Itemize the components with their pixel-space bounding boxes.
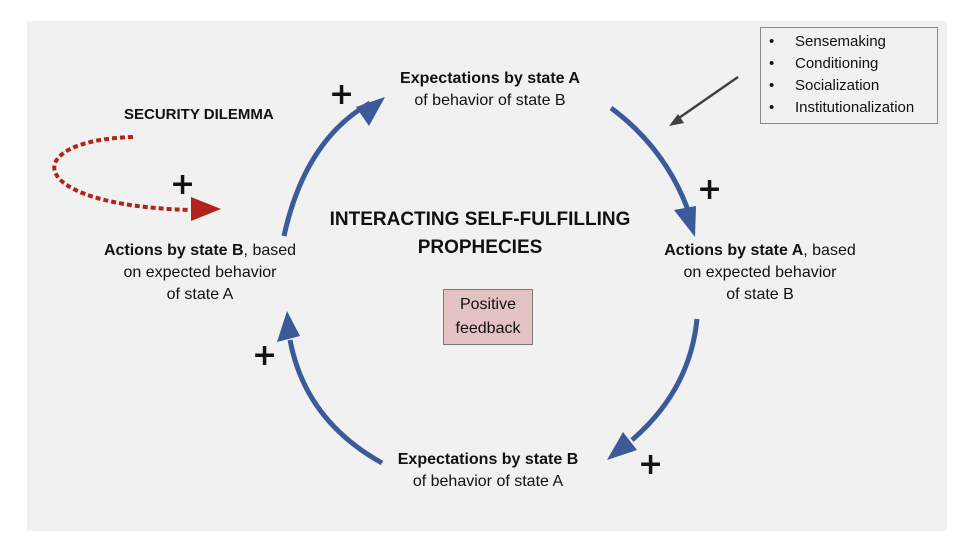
positive-feedback-line2: feedback [455, 320, 521, 337]
diagram-background [27, 21, 947, 531]
node-expectations-a-subtitle: of behavior of state B [414, 92, 566, 109]
arrow-actions-b-to-expectations-a [281, 100, 372, 237]
node-expectations-b: Expectations by state B of behavior of s… [388, 449, 588, 493]
plus-sign-top-right: + [697, 172, 723, 207]
mechanism-item: • Socialization [769, 75, 937, 97]
node-expectations-a-title: Expectations by state A [400, 70, 580, 87]
mechanisms-box: • Sensemaking • Conditioning • Socializatio… [760, 27, 938, 124]
plus-sign-bottom-right: + [638, 447, 664, 482]
bullet-icon: • [769, 33, 775, 50]
node-actions-b-line2: on expected behavior [123, 264, 277, 281]
security-dilemma-plus-sign: + [170, 167, 196, 202]
node-actions-a: Actions by state A, based on expected be… [635, 240, 885, 306]
mechanism-label: Conditioning [795, 55, 879, 72]
arrowhead-actions-b [277, 311, 300, 342]
arrow-expectations-b-to-actions-b [287, 339, 384, 466]
node-actions-b-title: Actions by state B [103, 242, 244, 259]
diagram-title: INTERACTING SELF-FULFILLING PROPHECIES [320, 206, 640, 262]
node-actions-b-title-rest: , based [243, 242, 297, 259]
bullet-icon: • [769, 77, 775, 94]
diagram-title-line1: INTERACTING SELF-FULFILLING [329, 209, 631, 230]
node-actions-b: Actions by state B, based on expected be… [75, 240, 325, 306]
mechanisms-pointer-head [669, 114, 684, 126]
mechanism-label: Institutionalization [795, 99, 915, 116]
positive-feedback-line1: Positive [459, 296, 517, 313]
node-actions-b-line3: of state A [166, 286, 234, 303]
bullet-icon: • [769, 55, 775, 72]
node-actions-a-line2: on expected behavior [683, 264, 837, 281]
arrow-expectations-a-to-actions-a [609, 105, 691, 211]
plus-sign-bottom-left: + [252, 338, 278, 373]
mechanism-label: Socialization [795, 77, 880, 94]
mechanism-item: • Institutionalization [769, 97, 937, 119]
mechanism-item: • Sensemaking [769, 31, 937, 53]
mechanisms-pointer-line [675, 75, 739, 122]
arrowhead-expectations-b [607, 432, 637, 460]
security-dilemma-label: SECURITY DILEMMA [124, 106, 274, 123]
bullet-icon: • [769, 99, 775, 116]
node-expectations-a: Expectations by state A of behavior of s… [390, 68, 590, 112]
security-dilemma-arrowhead [191, 197, 221, 221]
node-actions-a-title-rest: , based [803, 242, 856, 259]
mechanism-label: Sensemaking [795, 33, 886, 50]
mechanisms-list: • Sensemaking • Conditioning • Socializatio… [769, 31, 937, 119]
positive-feedback-box: Positive feedback [443, 289, 533, 345]
node-actions-a-title: Actions by state A [664, 242, 804, 259]
arrowhead-actions-a [674, 206, 696, 237]
arrowhead-expectations-a [356, 97, 385, 126]
mechanism-item: • Conditioning [769, 53, 937, 75]
node-actions-a-line3: of state B [726, 286, 794, 303]
diagram-title-line2: PROPHECIES [417, 237, 543, 258]
arrow-actions-a-to-expectations-b [630, 318, 700, 442]
node-expectations-b-subtitle: of behavior of state A [412, 473, 564, 490]
node-expectations-b-title: Expectations by state B [397, 451, 579, 468]
plus-sign-top-left: + [329, 77, 355, 112]
